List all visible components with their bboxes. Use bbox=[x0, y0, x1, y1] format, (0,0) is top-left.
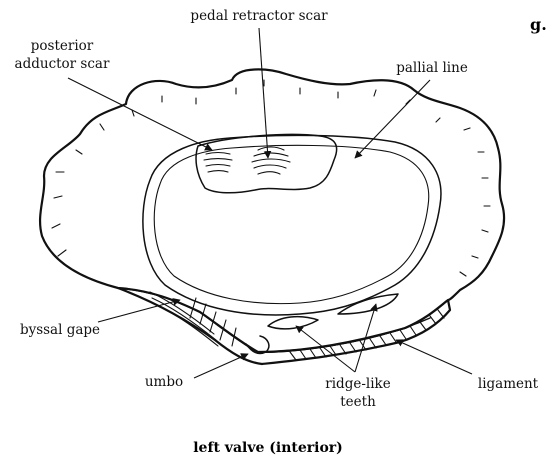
label-posterior-adductor-scar-line1: posterior bbox=[31, 38, 94, 54]
label-posterior-adductor-scar-line2: adductor scar bbox=[15, 56, 110, 72]
figure-caption: left valve (interior) bbox=[193, 440, 343, 456]
label-pallial-line: pallial line bbox=[396, 60, 468, 76]
shell-outline bbox=[40, 69, 504, 352]
figure-corner-text: g. bbox=[530, 15, 547, 34]
label-ridge-like-teeth-line1: ridge-like bbox=[325, 376, 390, 392]
label-umbo: umbo bbox=[145, 374, 183, 390]
label-ridge-like-teeth-line2: teeth bbox=[340, 394, 376, 410]
label-byssal-gape: byssal gape bbox=[20, 322, 100, 338]
shell-drawing bbox=[40, 69, 504, 364]
label-ligament: ligament bbox=[478, 376, 539, 392]
label-pedal-retractor-scar: pedal retractor scar bbox=[190, 8, 328, 24]
leader-umbo bbox=[194, 354, 248, 378]
leader-ligament bbox=[396, 340, 472, 374]
